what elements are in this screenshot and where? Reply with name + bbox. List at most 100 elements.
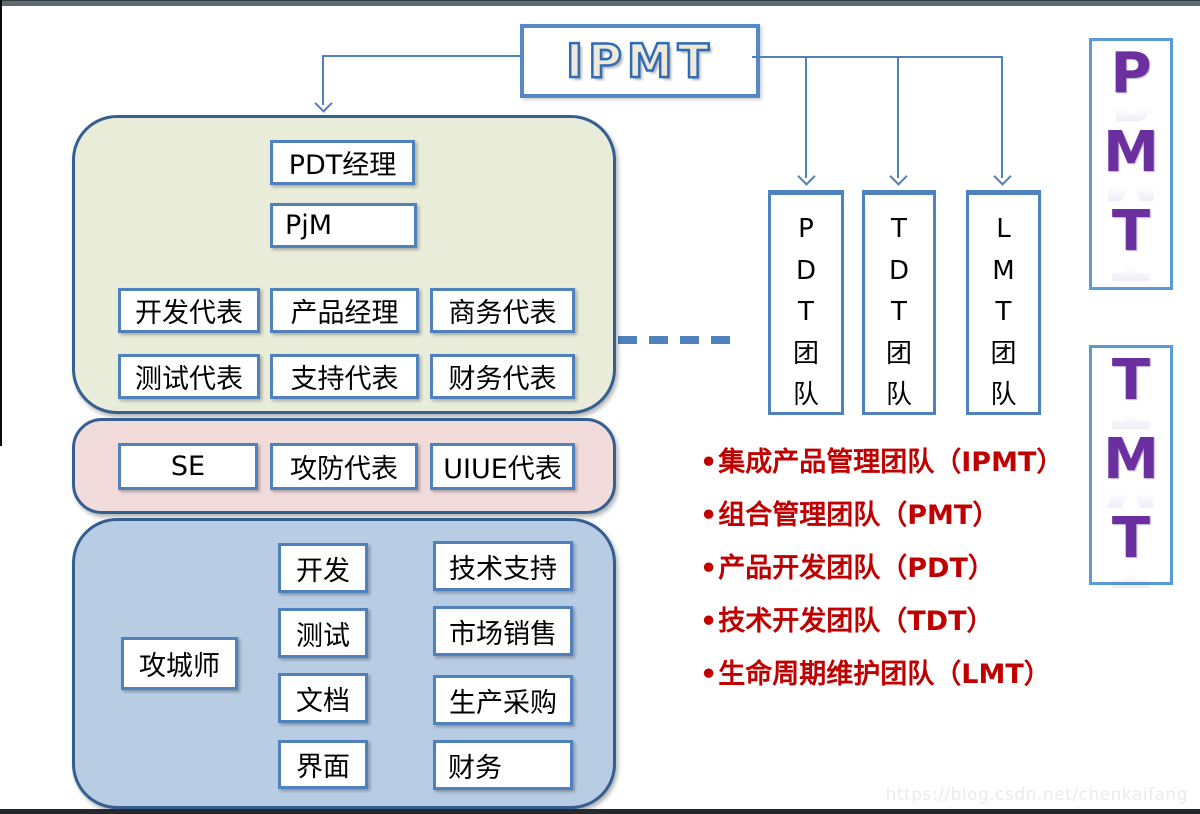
box-security-rep: 攻防代表 [270, 443, 418, 490]
pmt-letter-p: P P [1110, 41, 1152, 126]
pmt-letter-m: M M [1103, 120, 1159, 206]
bottom-window-strip [0, 809, 1200, 814]
box-se-label: SE [170, 451, 206, 482]
ipmt-label: IPMT [565, 33, 714, 90]
legend-item-ipmt-text: 集成产品管理团队（IPMT） [718, 447, 1064, 478]
side-box-tmt: T T M M T T [1089, 345, 1173, 592]
pmt-letter-t-reflection: T [1112, 259, 1150, 285]
pmt-letter-t-glyph: T [1111, 199, 1151, 265]
connector-drop-tdt [897, 56, 899, 178]
team-box-lmt-label: L M T 团 队 [990, 214, 1017, 411]
box-product-manager: 产品经理 [270, 288, 419, 333]
connector-left-vertical [322, 55, 324, 105]
box-uiue-rep-label: UIUE代表 [443, 454, 562, 485]
box-test-label: 测试 [296, 620, 350, 652]
pmt-letter-p-glyph: P [1110, 41, 1152, 106]
box-ui-label: 界面 [296, 752, 350, 783]
legend-item-pdt: • 产品开发团队（PDT） [700, 546, 1120, 599]
box-engineer: 攻城师 [121, 637, 238, 690]
pmt-letter-t: T T [1111, 199, 1151, 285]
pmt-letter-m-glyph: M [1103, 120, 1159, 186]
legend-item-tdt-text: 技术开发团队（TDT） [718, 606, 994, 637]
box-support-rep-label: 支持代表 [290, 364, 399, 395]
box-finance-rep: 财务代表 [430, 354, 575, 399]
bullet-icon: • [700, 606, 718, 637]
legend-item-lmt: • 生命周期维护团队（LMT） [700, 652, 1120, 705]
tmt-letter-m: M M [1103, 427, 1159, 513]
box-doc: 文档 [278, 673, 368, 723]
box-se: SE [118, 443, 258, 490]
left-edge-line [0, 0, 2, 446]
legend-list: • 集成产品管理团队（IPMT） • 组合管理团队（PMT） • 产品开发团队（… [700, 440, 1120, 705]
connector-right-horizontal [752, 56, 1003, 58]
connector-drop-lmt [1001, 56, 1003, 178]
box-test-rep: 测试代表 [118, 354, 260, 399]
box-test-rep-label: 测试代表 [135, 364, 243, 395]
box-uiue-rep: UIUE代表 [430, 443, 575, 490]
arrowhead-lmt-icon [993, 167, 1012, 186]
team-box-tdt: T D T 团 队 [862, 190, 936, 415]
top-window-strip [2, 0, 1200, 6]
box-pdt-manager-label: PDT经理 [288, 150, 397, 181]
box-support-rep: 支持代表 [270, 354, 419, 399]
box-tech-support: 技术支持 [433, 541, 573, 591]
legend-item-tdt: • 技术开发团队（TDT） [700, 599, 1120, 652]
legend-item-ipmt: • 集成产品管理团队（IPMT） [700, 440, 1120, 493]
ipmt-root-box: IPMT [520, 24, 760, 98]
group-extended-members: SE 攻防代表 UIUE代表 [72, 418, 616, 514]
connector-drop-pdt [805, 56, 807, 178]
bullet-icon: • [700, 553, 718, 584]
legend-item-pmt-text: 组合管理团队（PMT） [718, 500, 1000, 531]
box-product-manager-label: 产品经理 [290, 298, 399, 329]
bullet-icon: • [700, 447, 718, 478]
box-pdt-manager: PDT经理 [270, 140, 415, 185]
box-security-rep-label: 攻防代表 [290, 454, 398, 485]
team-box-lmt: L M T 团 队 [966, 190, 1041, 415]
box-dev-rep: 开发代表 [118, 288, 260, 333]
group-functional-departments: 攻城师 开发 测试 文档 界面 技术支持 市场销售 生产采购 财务 [72, 518, 616, 809]
team-box-pdt: P D T 团 队 [768, 190, 844, 415]
box-business-rep-label: 商务代表 [448, 298, 557, 329]
tmt-letter-t1: T T [1111, 348, 1151, 433]
arrowhead-tdt-icon [889, 167, 908, 186]
box-finance-label: 财务 [448, 752, 502, 784]
tmt-letter-t2: T T [1111, 506, 1151, 592]
tmt-letter-t2-glyph: T [1111, 506, 1151, 572]
arrowhead-pdt-icon [797, 167, 816, 186]
tmt-letter-t1-glyph: T [1111, 348, 1151, 413]
arrowhead-green-icon [314, 94, 333, 113]
box-finance: 财务 [433, 740, 573, 790]
box-production-procurement: 生产采购 [433, 675, 573, 725]
pmt-letter-p-reflection: P [1110, 100, 1151, 126]
box-business-rep: 商务代表 [430, 288, 575, 333]
box-production-procurement-label: 生产采购 [449, 687, 557, 719]
pmt-letter-m-reflection: M [1103, 179, 1159, 205]
bullet-icon: • [700, 500, 718, 531]
box-pjm-label: PjM [285, 210, 333, 241]
tmt-letter-t1-reflection: T [1112, 407, 1150, 433]
box-ui: 界面 [278, 740, 368, 789]
team-box-tdt-label: T D T 团 队 [885, 214, 912, 411]
watermark-url: https://blog.csdn.net/chenkaifang [885, 785, 1188, 805]
box-dev-rep-label: 开发代表 [135, 298, 243, 329]
box-marketing-sales: 市场销售 [433, 606, 573, 656]
group-pdt-core-team: PDT经理 PjM 开发代表 产品经理 商务代表 测试代表 支持代表 财务代表 [72, 115, 616, 414]
box-marketing-sales-label: 市场销售 [449, 618, 557, 650]
box-engineer-label: 攻城师 [139, 651, 220, 682]
box-test: 测试 [278, 608, 368, 658]
box-pjm: PjM [270, 203, 417, 248]
legend-item-lmt-text: 生命周期维护团队（LMT） [718, 659, 1051, 690]
connector-left-horizontal [322, 55, 520, 57]
tmt-letter-m-glyph: M [1103, 427, 1159, 493]
box-tech-support-label: 技术支持 [449, 553, 557, 585]
dashed-connector [618, 336, 738, 344]
legend-item-pdt-text: 产品开发团队（PDT） [718, 553, 995, 584]
box-doc-label: 文档 [296, 685, 350, 717]
bullet-icon: • [700, 659, 718, 690]
box-finance-rep-label: 财务代表 [448, 364, 557, 395]
box-dev: 开发 [278, 543, 368, 593]
legend-item-pmt: • 组合管理团队（PMT） [700, 493, 1120, 546]
box-dev-label: 开发 [296, 555, 350, 587]
team-box-pdt-label: P D T 团 队 [792, 214, 819, 411]
